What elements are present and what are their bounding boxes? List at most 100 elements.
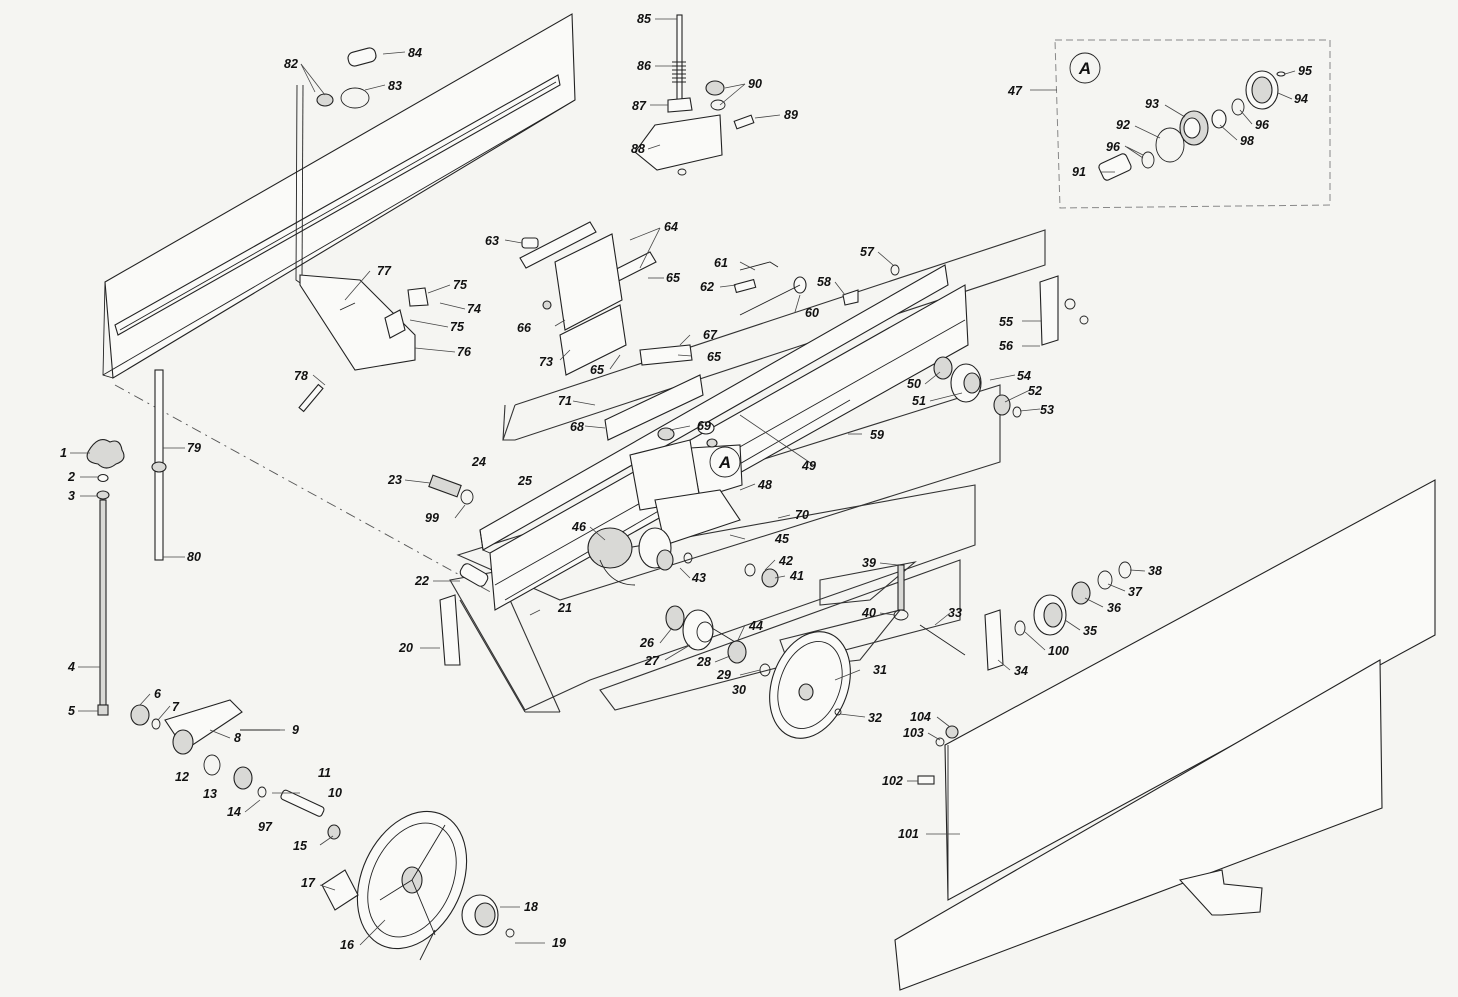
label-part-56: 56 bbox=[999, 339, 1014, 353]
label-part-70: 70 bbox=[795, 508, 809, 522]
label-part-89: 89 bbox=[784, 108, 798, 122]
cable-bracket bbox=[295, 47, 429, 371]
label-part-13: 13 bbox=[203, 787, 217, 801]
label-part-88: 88 bbox=[631, 142, 645, 156]
label-part-27: 27 bbox=[644, 654, 660, 668]
cable-parts bbox=[733, 261, 900, 316]
label-part-52: 52 bbox=[1028, 384, 1042, 398]
leveling-screw bbox=[86, 439, 341, 840]
label-part-25: 25 bbox=[517, 474, 533, 488]
front-panel bbox=[894, 479, 1436, 991]
label-part-85: 85 bbox=[637, 12, 652, 26]
label-part-91: 91 bbox=[1072, 165, 1086, 179]
label-part-62: 62 bbox=[700, 280, 714, 294]
detail-a-callout-on-beam: A bbox=[718, 453, 731, 472]
label-part-67: 67 bbox=[703, 328, 718, 342]
label-part-94: 94 bbox=[1294, 92, 1308, 106]
label-part-58: 58 bbox=[817, 275, 831, 289]
label-part-31: 31 bbox=[873, 663, 887, 677]
label-part-15: 15 bbox=[293, 839, 308, 853]
label-part-77: 77 bbox=[377, 264, 392, 278]
leader-lines bbox=[70, 18, 1296, 946]
label-part-1: 1 bbox=[60, 446, 67, 460]
rods bbox=[151, 302, 356, 561]
detail-a-letter: A bbox=[1078, 59, 1091, 78]
label-part-3: 3 bbox=[68, 489, 75, 503]
label-part-9: 9 bbox=[292, 723, 299, 737]
label-part-74: 74 bbox=[467, 302, 481, 316]
label-part-11: 11 bbox=[318, 766, 331, 780]
label-part-50: 50 bbox=[907, 377, 921, 391]
label-part-97: 97 bbox=[258, 820, 273, 834]
lower-handwheel bbox=[321, 810, 515, 961]
label-part-34: 34 bbox=[1014, 664, 1028, 678]
label-part-40: 40 bbox=[861, 606, 876, 620]
left-fittings bbox=[428, 474, 489, 666]
label-part-92: 92 bbox=[1116, 118, 1130, 132]
label-part-7: 7 bbox=[172, 700, 180, 714]
label-part-63: 63 bbox=[485, 234, 499, 248]
label-part-14: 14 bbox=[227, 805, 241, 819]
label-part-98: 98 bbox=[1240, 134, 1254, 148]
label-part-43: 43 bbox=[691, 571, 706, 585]
label-part-20: 20 bbox=[398, 641, 413, 655]
label-part-93: 93 bbox=[1145, 97, 1159, 111]
label-part-8: 8 bbox=[234, 731, 241, 745]
label-part-59: 59 bbox=[870, 428, 884, 442]
label-part-61: 61 bbox=[714, 256, 728, 270]
label-part-96b: 96 bbox=[1106, 140, 1121, 154]
label-part-55: 55 bbox=[999, 315, 1014, 329]
label-part-68: 68 bbox=[570, 420, 584, 434]
label-part-66: 66 bbox=[517, 321, 532, 335]
label-part-6: 6 bbox=[154, 687, 162, 701]
label-part-100: 100 bbox=[1048, 644, 1069, 658]
label-part-80: 80 bbox=[187, 550, 201, 564]
label-part-101: 101 bbox=[898, 827, 919, 841]
label-part-41: 41 bbox=[789, 569, 804, 583]
rear-channel bbox=[102, 13, 576, 601]
label-part-19: 19 bbox=[552, 936, 566, 950]
label-part-102: 102 bbox=[882, 774, 903, 788]
detail-a-frame: A bbox=[1030, 39, 1331, 209]
label-part-42: 42 bbox=[778, 554, 793, 568]
label-part-54: 54 bbox=[1017, 369, 1031, 383]
label-part-65a: 65 bbox=[666, 271, 681, 285]
lower-shaft bbox=[665, 563, 851, 739]
label-part-45: 45 bbox=[774, 532, 790, 546]
label-part-86: 86 bbox=[637, 59, 652, 73]
label-part-24: 24 bbox=[471, 455, 486, 469]
label-part-47: 47 bbox=[1007, 84, 1023, 98]
detail-a-circle bbox=[1069, 52, 1101, 84]
label-part-33: 33 bbox=[948, 606, 962, 620]
label-part-2: 2 bbox=[67, 470, 75, 484]
label-part-53: 53 bbox=[1040, 403, 1054, 417]
label-part-75a: 75 bbox=[453, 278, 468, 292]
label-part-35: 35 bbox=[1083, 624, 1098, 638]
label-part-39: 39 bbox=[862, 556, 876, 570]
tensioner bbox=[893, 561, 1132, 671]
label-part-69: 69 bbox=[697, 419, 711, 433]
label-part-28: 28 bbox=[696, 655, 711, 669]
label-part-22: 22 bbox=[414, 574, 429, 588]
right-bearings bbox=[933, 275, 1089, 418]
label-part-78: 78 bbox=[294, 369, 308, 383]
label-part-32: 32 bbox=[868, 711, 882, 725]
label-part-76: 76 bbox=[457, 345, 472, 359]
label-part-83: 83 bbox=[388, 79, 402, 93]
label-part-4: 4 bbox=[67, 660, 75, 674]
label-part-29: 29 bbox=[716, 668, 731, 682]
part-labels: 1 2 3 4 5 6 7 8 9 10 11 12 13 14 15 16 1… bbox=[60, 12, 1313, 952]
gear-housing: A bbox=[587, 421, 743, 586]
label-part-96a: 96 bbox=[1255, 118, 1270, 132]
label-part-73: 73 bbox=[539, 355, 553, 369]
label-part-65c: 65 bbox=[590, 363, 605, 377]
label-part-17: 17 bbox=[301, 876, 316, 890]
top-bracket bbox=[634, 14, 755, 176]
label-part-48: 48 bbox=[757, 478, 772, 492]
label-part-75b: 75 bbox=[450, 320, 465, 334]
label-part-99: 99 bbox=[425, 511, 439, 525]
label-part-30: 30 bbox=[732, 683, 746, 697]
main-beam bbox=[479, 264, 969, 611]
label-part-84: 84 bbox=[408, 46, 422, 60]
